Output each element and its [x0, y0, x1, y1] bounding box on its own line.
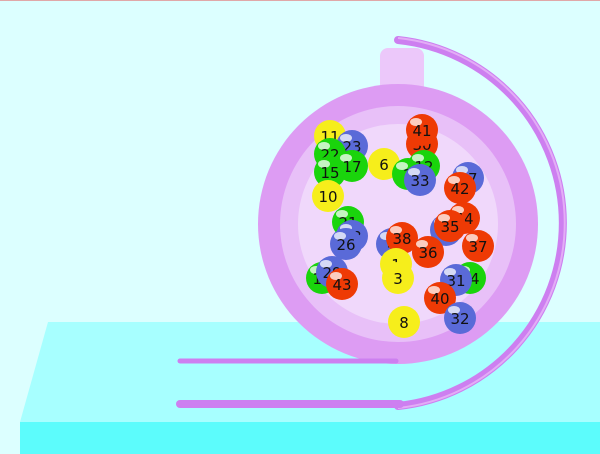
ball-number: 41: [412, 122, 431, 140]
ball-3: 3: [382, 262, 414, 294]
ball-highlight: [390, 226, 402, 234]
ball-highlight: [448, 306, 460, 314]
ball-highlight: [340, 154, 352, 162]
ball-15: 15: [314, 156, 346, 188]
ball-32: 32: [444, 302, 476, 334]
ball-highlight: [410, 118, 422, 126]
ball-number: 32: [450, 310, 469, 328]
ball-number: 43: [332, 276, 351, 294]
ball-highlight: [336, 210, 348, 218]
ball-40: 40: [424, 282, 456, 314]
ball-number: 42: [450, 180, 469, 198]
ball-26: 26: [330, 228, 362, 260]
ball-highlight: [318, 160, 330, 168]
table-front: [20, 422, 600, 454]
ball-number: 10: [318, 188, 337, 206]
stand-arc-highlight: [397, 37, 566, 409]
ball-10: 10: [312, 180, 344, 212]
ball-highlight: [438, 214, 450, 222]
ball-number: 40: [430, 290, 449, 308]
ball-number: 35: [440, 218, 459, 236]
ball-35: 35: [434, 210, 466, 242]
ball-highlight: [340, 134, 352, 142]
ball-number: 38: [392, 230, 411, 248]
ball-number: 26: [336, 236, 355, 254]
ball-highlight: [456, 166, 468, 174]
ball-highlight: [318, 142, 330, 150]
ball-number: 6: [379, 156, 389, 174]
ball-number: 15: [320, 164, 339, 182]
ball-number: 3: [393, 270, 403, 288]
ball-highlight: [466, 234, 478, 242]
ball-37: 37: [462, 230, 494, 262]
ball-number: 8: [399, 314, 409, 332]
ball-highlight: [320, 260, 332, 268]
stand-arc: [394, 36, 567, 410]
ball-36: 36: [412, 236, 444, 268]
ball-8: 8: [388, 306, 420, 338]
balls-group: 1130412322171562123327421044213935282643…: [306, 114, 494, 338]
ball-number: 33: [410, 172, 429, 190]
ball-highlight: [448, 176, 460, 184]
ball-33: 33: [404, 164, 436, 196]
ball-number: 36: [418, 244, 437, 262]
ball-highlight: [330, 272, 342, 280]
ball-6: 6: [368, 148, 400, 180]
ball-number: 31: [446, 272, 465, 290]
ball-highlight: [416, 240, 428, 248]
ball-38: 38: [386, 222, 418, 254]
ball-highlight: [408, 168, 420, 176]
ball-number: 37: [468, 238, 487, 256]
ball-41: 41: [406, 114, 438, 146]
ball-highlight: [412, 154, 424, 162]
ball-43: 43: [326, 268, 358, 300]
ball-highlight: [428, 286, 440, 294]
ball-highlight: [444, 268, 456, 276]
top-border: [0, 0, 600, 1]
ball-number: 17: [342, 158, 361, 176]
ball-42: 42: [444, 172, 476, 204]
ball-highlight: [396, 162, 408, 170]
ball-highlight: [334, 232, 346, 240]
